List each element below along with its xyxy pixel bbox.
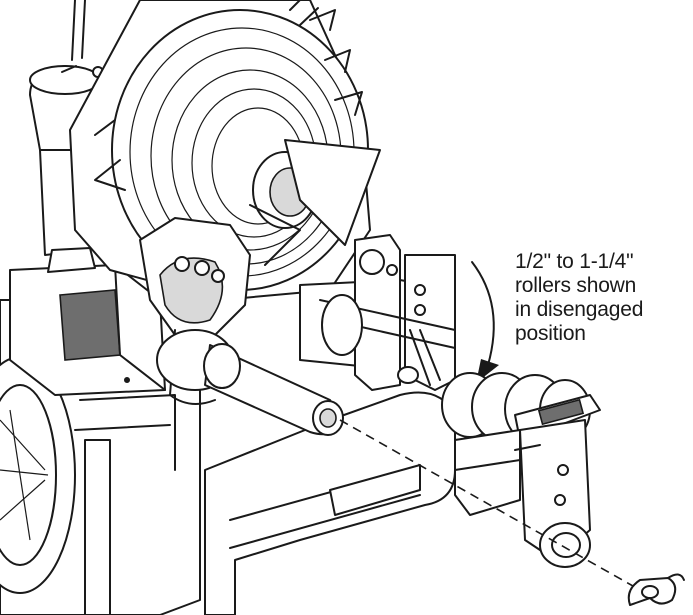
wheel	[0, 356, 76, 594]
roller-assembly-detached	[441, 372, 601, 568]
retaining-clip	[627, 573, 685, 606]
drum-reel	[69, 0, 381, 301]
callout-text: 1/2" to 1-1/4" rollers shown in disengag…	[515, 250, 685, 346]
callout-line-1: 1/2" to 1-1/4"	[515, 250, 634, 273]
callout-line-2: rollers shown	[515, 274, 637, 297]
alignment-axis	[339, 419, 641, 591]
callout-line-3: in disengaged	[515, 298, 644, 321]
roller-bracket-mounted	[299, 234, 456, 391]
curved-arrow	[471, 261, 499, 383]
feed-head	[139, 217, 251, 405]
motor-housing	[9, 264, 166, 396]
guide-tube	[203, 343, 344, 436]
callout-line-4: position	[515, 322, 586, 345]
